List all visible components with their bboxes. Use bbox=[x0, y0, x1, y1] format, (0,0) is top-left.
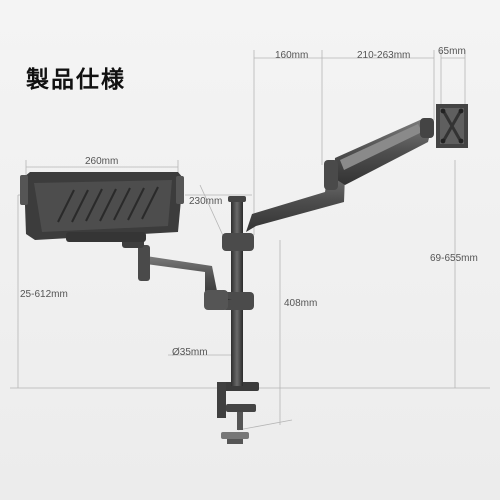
dimension-guides bbox=[10, 50, 490, 431]
dim-right-height-range: 69-655mm bbox=[430, 253, 478, 264]
dim-pole-diameter: Ø35mm bbox=[172, 347, 208, 358]
lower-collar bbox=[222, 292, 254, 310]
laptop-tray bbox=[20, 172, 184, 242]
desk-clamp bbox=[217, 382, 259, 444]
dim-top-span-3: 65mm bbox=[438, 46, 466, 57]
dim-tray-depth: 230mm bbox=[189, 196, 223, 207]
pole bbox=[231, 196, 243, 386]
tray-vent-slots bbox=[57, 186, 159, 223]
dim-top-span-2: 210-263mm bbox=[357, 50, 411, 61]
monitor-arm bbox=[246, 118, 434, 232]
vesa-mount-plate bbox=[436, 104, 468, 148]
dim-pole-height: 408mm bbox=[284, 298, 318, 309]
dim-top-span-1: 160mm bbox=[275, 50, 309, 61]
upper-collar bbox=[222, 233, 254, 251]
page-title: 製品仕様 bbox=[26, 67, 126, 93]
dim-tray-width: 260mm bbox=[85, 156, 119, 167]
dim-left-height-range: 25-612mm bbox=[20, 289, 68, 300]
tray-arm bbox=[122, 236, 232, 310]
